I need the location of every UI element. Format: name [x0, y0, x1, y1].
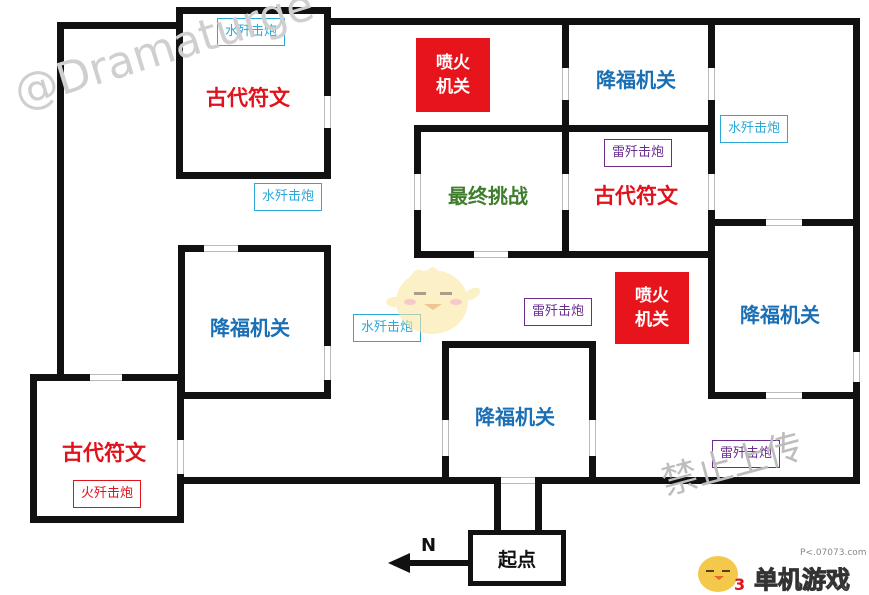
wall-rune-bl-bottom	[30, 516, 184, 523]
door-blessing-top-left	[562, 68, 569, 100]
start-point: 起点	[468, 530, 566, 586]
wall-outer-top-left	[57, 22, 181, 29]
door-final-rune	[562, 174, 569, 210]
door-blessing-top-right	[708, 68, 715, 100]
thunder-cannon-tag-1: 雷歼击炮	[604, 139, 672, 167]
logo-chick-icon: 3	[698, 556, 745, 594]
wall-blessing-left-bottom	[178, 392, 331, 399]
fire-trap-right-line1: 喷火	[635, 286, 669, 306]
north-label: N	[421, 535, 437, 556]
wall-outer-right	[853, 18, 860, 484]
wall-rune-tl-bottom	[176, 172, 331, 179]
wall-blessing-bottom-top	[442, 341, 596, 348]
wall-rune-tl-top	[176, 7, 331, 14]
door-right-divider	[766, 219, 802, 226]
door-rune-bl-top	[90, 374, 122, 381]
rune-bottom-left-label: 古代符文	[62, 441, 146, 465]
fire-trap-top: 喷火 机关	[416, 38, 490, 112]
door-rune-center-right	[708, 174, 715, 210]
water-cannon-tag-1: 水歼击炮	[217, 18, 285, 46]
wall-corridor-right	[535, 477, 542, 537]
blessing-top-label: 降福机关	[596, 68, 676, 92]
wall-blessing-bottom-right	[589, 341, 596, 484]
door-final-left	[414, 174, 421, 210]
wall-outer-top-right	[328, 18, 860, 25]
door-final-bottom	[474, 251, 508, 258]
wall-blessing-left-top	[178, 245, 331, 252]
wall-blessing-left-right	[324, 245, 331, 399]
no-repost-watermark: 禁止上传	[657, 426, 808, 504]
fire-trap-top-line2: 机关	[436, 77, 470, 97]
fire-cannon-tag-1: 火歼击炮	[73, 480, 141, 508]
rune-top-left-label: 古代符文	[206, 86, 290, 110]
wall-outer-bottom-right	[540, 477, 860, 484]
wall-rune-tl-right	[324, 7, 331, 179]
blessing-right-label: 降福机关	[740, 303, 820, 327]
thunder-cannon-tag-2: 雷歼击炮	[524, 298, 592, 326]
thunder-cannon-tag-3: 雷歼击炮	[712, 440, 780, 468]
start-label: 起点	[497, 548, 536, 571]
door-blessing-bottom-right	[589, 420, 596, 456]
blessing-left-label: 降福机关	[210, 316, 290, 340]
door-corridor	[501, 477, 535, 484]
wall-blessing-right-left	[708, 219, 715, 399]
chick-mascot-icon	[386, 267, 481, 334]
fire-trap-top-line1: 喷火	[436, 53, 470, 73]
wall-blessing-left-left	[178, 245, 185, 399]
water-cannon-tag-4: 水歼击炮	[720, 115, 788, 143]
door-rune-bl-right	[177, 440, 184, 474]
door-blessing-left-top	[204, 245, 238, 252]
wall-rune-bl-left	[30, 374, 37, 523]
fire-trap-right: 喷火 机关	[615, 272, 689, 344]
door-blessing-right-side	[853, 352, 860, 382]
door-blessing-bottom-left	[442, 420, 449, 456]
door-blessing-right-bottom	[766, 392, 802, 399]
wall-outer-left	[57, 22, 64, 380]
svg-text:3: 3	[734, 575, 745, 594]
wall-rune-center-bottom	[562, 251, 715, 258]
wall-outer-bottom-mid	[178, 477, 498, 484]
blessing-bottom-label: 降福机关	[475, 405, 555, 429]
fire-trap-right-line2: 机关	[635, 310, 669, 330]
wall-blessing-bottom-left	[442, 341, 449, 484]
wall-rune-tl-left	[176, 7, 183, 179]
rune-center-label: 古代符文	[594, 184, 678, 208]
site-logo: 单机游戏	[754, 566, 851, 595]
left-arrow-icon	[388, 553, 470, 573]
door-rune-tl	[324, 96, 331, 128]
wall-corridor-left	[494, 477, 501, 537]
door-blessing-left-right	[324, 346, 331, 380]
water-cannon-tag-2: 水歼击炮	[254, 183, 322, 211]
site-url: P<.07073.com	[800, 548, 867, 558]
final-battle-label: 最终挑战	[448, 184, 528, 208]
